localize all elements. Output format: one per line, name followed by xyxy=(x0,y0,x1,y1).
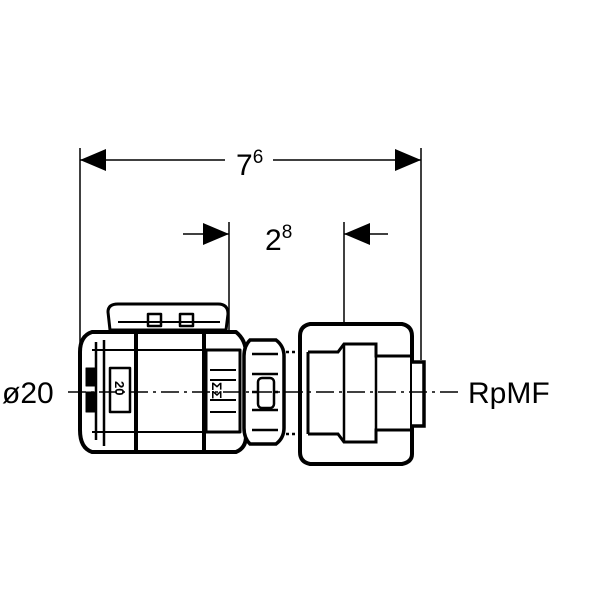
hex-nut-center xyxy=(256,376,276,410)
connector-inner-bore xyxy=(308,342,412,444)
arrow-head-left xyxy=(80,149,106,171)
overall-length-label: 76 xyxy=(236,147,263,182)
female-thread-connector xyxy=(286,322,426,466)
right-connection-label: RpMF xyxy=(468,377,550,410)
thread-end xyxy=(412,360,426,428)
left-connection-label: ø20 xyxy=(2,377,54,410)
insertion-length-dimension: 28 xyxy=(183,222,388,420)
body-inner-contour xyxy=(94,340,106,446)
brand-logo-block-1 xyxy=(85,367,97,387)
size-marking: 20 xyxy=(112,381,127,395)
connector-neck xyxy=(286,350,300,436)
overall-length-base: 7 xyxy=(236,149,253,182)
overall-length-dimension: 76 xyxy=(79,147,422,360)
overall-length-superscript: 6 xyxy=(253,147,264,168)
arrow-head-right xyxy=(395,149,421,171)
release-ring-glyph: ΣΣ xyxy=(209,382,225,399)
brand-logo-block-2 xyxy=(85,391,97,413)
clip-window-2 xyxy=(178,312,195,328)
insertion-arrow-left xyxy=(203,223,229,245)
push-fit-body: 20 ΣΣ xyxy=(78,302,248,454)
insertion-length-superscript: 8 xyxy=(282,222,293,243)
clip-ring-top xyxy=(106,302,230,332)
size-marking-plate xyxy=(108,366,132,414)
release-ring-ridges xyxy=(210,369,236,413)
clip-window-1 xyxy=(146,312,163,328)
insertion-length-base: 2 xyxy=(265,224,282,257)
insertion-arrow-right xyxy=(344,223,370,245)
insertion-length-label: 28 xyxy=(265,222,292,257)
